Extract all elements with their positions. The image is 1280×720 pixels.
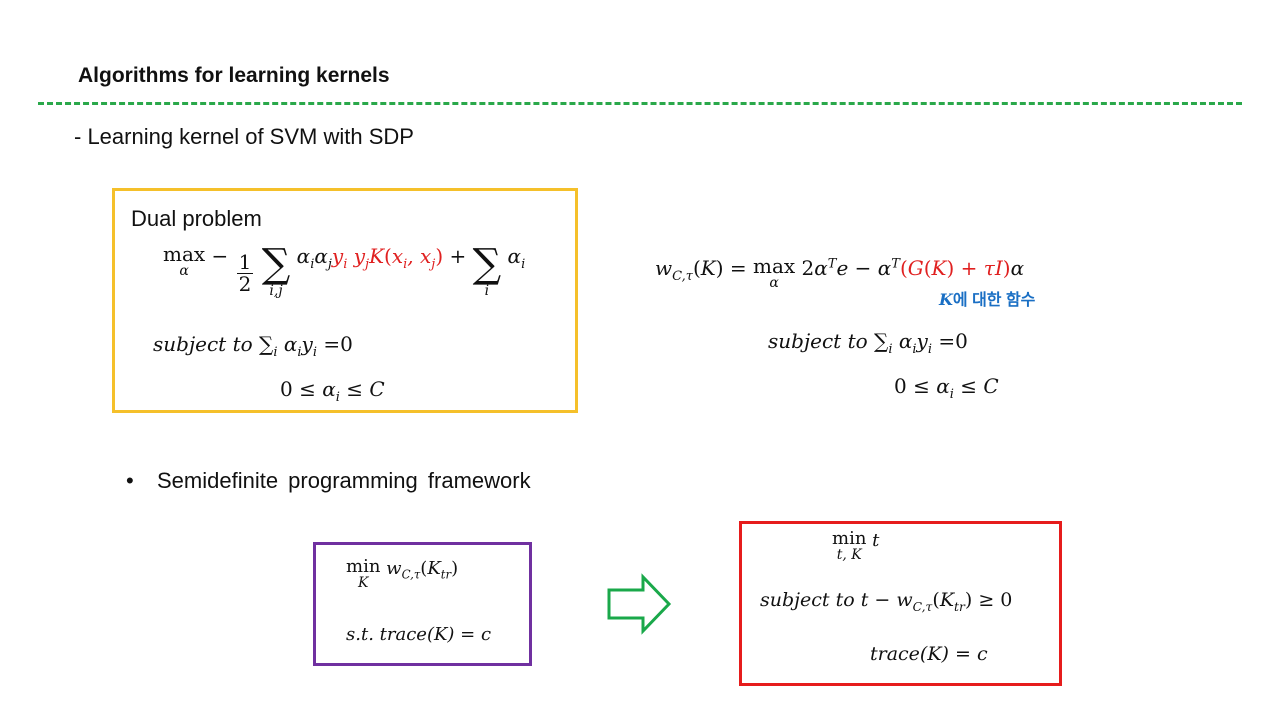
kernel-symbol: K [939,290,953,309]
kernel-annotation: K에 대한 함수 [939,290,1036,309]
dual-constraint-formula: subject to ∑i αiyi =0 [153,332,353,360]
sdp-right-trace: trace(K) = c [870,643,988,665]
sdp-left-box [313,542,532,666]
dual-problem-box [112,188,578,413]
page-title: Algorithms for learning kernels [78,64,390,87]
sdp-left-constraint: s.t. trace(K) = c [346,624,492,645]
right-bound-formula: 0 ≤ αi ≤ C [894,374,999,402]
dual-bound-formula: 0 ≤ αi ≤ C [280,377,385,405]
right-arrow-icon [607,573,672,635]
sdp-right-box [739,521,1062,686]
bullet-marker: • [126,468,134,493]
section-subtitle: - Learning kernel of SVM with SDP [74,124,414,149]
right-constraint-formula: subject to ∑i αiyi =0 [768,329,968,357]
sdp-right-constraint: subject to t − wC,τ(Ktr) ≥ 0 [760,589,1013,614]
sum-operator: ∑i,j [261,241,291,299]
sum-operator: ∑i [472,241,502,299]
constraint-rhs: =0 [323,332,353,356]
section-heading: Semidefinite programming framework [157,468,531,493]
subject-to-label: subject to [153,332,253,356]
dual-problem-label: Dual problem [131,206,262,231]
title-divider [38,102,1242,105]
constraint-rhs: =0 [938,329,968,353]
subject-to-label: subject to [768,329,868,353]
